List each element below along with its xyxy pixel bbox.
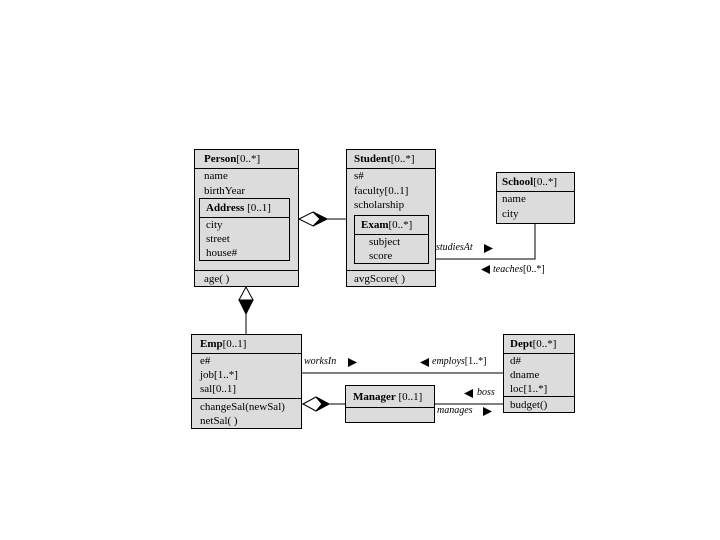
address-attr-street: street <box>206 233 230 245</box>
class-address: Address [0..1] city street house# <box>199 198 290 261</box>
school-mult: [0..*] <box>533 176 558 188</box>
exam-mult: [0..*] <box>388 219 413 231</box>
label-teaches: teaches[0..*] <box>493 264 545 276</box>
person-header: Person[0..*] <box>195 150 298 169</box>
address-name: Address <box>206 202 245 214</box>
dept-mult: [0..*] <box>532 338 557 350</box>
label-worksin-text: worksIn <box>304 356 337 367</box>
class-manager: Manager [0..1] <box>345 385 435 423</box>
employs-arrow <box>420 358 429 367</box>
manager-name: Manager <box>353 391 396 403</box>
student-header: Student[0..*] <box>347 150 435 169</box>
student-diamond-filled <box>312 211 329 227</box>
address-attr-house: house# <box>206 247 238 259</box>
address-attr-city: city <box>206 219 223 231</box>
dept-ops: budget() <box>504 396 574 412</box>
dept-attr-loc: loc[1..*] <box>510 383 548 395</box>
person-attr-birthyear: birthYear <box>204 184 246 197</box>
exam-header: Exam[0..*] <box>355 216 428 235</box>
label-studiesat-text: studiesAt <box>436 242 473 253</box>
label-employs-text: employs <box>432 356 465 367</box>
label-teaches-text: teaches <box>493 264 523 275</box>
emp-header: Emp[0..1] <box>192 335 301 354</box>
dept-header: Dept[0..*] <box>504 335 574 354</box>
class-exam: Exam[0..*] subject score <box>354 215 429 264</box>
address-mult: [0..1] <box>244 202 271 214</box>
person-gen-hollow <box>238 285 254 301</box>
exam-attr-subject: subject <box>369 236 401 248</box>
school-header: School[0..*] <box>497 173 574 192</box>
label-manages-text: manages <box>437 405 473 416</box>
class-dept: Dept[0..*] d# dname loc[1..*] budget() <box>503 334 575 413</box>
person-op-age: age( ) <box>204 272 230 285</box>
emp-op-netsal: netSal( ) <box>200 415 238 427</box>
student-attr-snum: s# <box>354 170 364 182</box>
person-attr-name: name <box>204 170 228 182</box>
student-attr-faculty: faculty[0..1] <box>354 184 409 197</box>
emp-attr-sal: sal[0..1] <box>200 383 237 395</box>
emp-attr-enum: e# <box>200 355 211 367</box>
school-attr-city: city <box>502 207 519 220</box>
studiesAt-link <box>436 223 536 260</box>
label-boss: boss <box>477 387 495 399</box>
manager-mult: [0..1] <box>395 391 423 403</box>
exam-attr-score: score <box>369 250 393 262</box>
emp-mult: [0..1] <box>222 338 247 350</box>
emp-ops: changeSal(newSal) netSal( ) <box>192 398 301 428</box>
emp-op-changesal: changeSal(newSal) <box>200 401 285 413</box>
dept-name: Dept <box>510 338 533 350</box>
studiesAt-arrow <box>484 244 493 253</box>
label-worksin: worksIn <box>304 356 336 368</box>
dept-attr-dname: dname <box>510 369 540 381</box>
label-teaches-mult: [0..*] <box>523 264 545 275</box>
dept-attr-dnum: d# <box>510 355 521 367</box>
student-mult: [0..*] <box>390 153 415 165</box>
teaches-arrow <box>481 265 490 274</box>
emp-attr-job: job[1..*] <box>200 369 238 381</box>
manager-header: Manager [0..1] <box>346 386 434 408</box>
class-emp: Emp[0..1] e# job[1..*] sal[0..1] changeS… <box>191 334 302 429</box>
student-name: Student <box>354 153 391 165</box>
address-header: Address [0..1] <box>200 199 289 218</box>
label-boss-text: boss <box>477 387 495 398</box>
manager-diamond-filled <box>315 396 331 412</box>
exam-name: Exam <box>361 219 389 231</box>
label-manages: manages <box>437 405 473 417</box>
person-gen-filled <box>238 299 254 316</box>
label-employs: employs[1..*] <box>432 356 486 368</box>
school-name: School <box>502 176 534 188</box>
person-ops: age( ) <box>195 269 298 287</box>
student-ops: avgScore( ) <box>347 269 435 287</box>
label-employs-mult: [1..*] <box>464 356 487 367</box>
emp-name: Emp <box>200 338 223 350</box>
student-op-avgscore: avgScore( ) <box>354 272 406 285</box>
person-mult: [0..*] <box>236 153 261 165</box>
manages-arrow <box>483 407 492 416</box>
student-attr-scholarship: scholarship <box>354 199 405 211</box>
boss-arrow <box>464 389 473 398</box>
school-attr-name: name <box>502 193 526 205</box>
person-name: Person <box>204 153 237 165</box>
label-studiesat: studiesAt <box>436 242 473 254</box>
worksIn-arrow <box>348 358 357 367</box>
dept-op-budget: budget() <box>510 399 548 411</box>
class-school: School[0..*] name city <box>496 172 575 224</box>
